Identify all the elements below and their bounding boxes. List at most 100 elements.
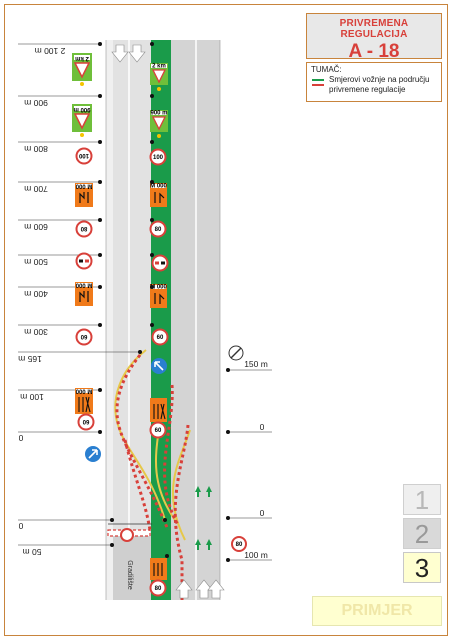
- distance-300: 300 m: [24, 327, 48, 337]
- legend-box: TUMAČ: Smjerovi vožnje na području privr…: [306, 62, 442, 102]
- distance-100: 100 m: [20, 392, 44, 402]
- legend-red-arrow-icon: [312, 84, 324, 86]
- svg-text:M 000: M 000: [150, 184, 167, 190]
- hazard-barrier-4: [123, 439, 152, 531]
- distance-700: 700 m: [24, 184, 48, 194]
- median-yield-2100: 2 km: [150, 63, 168, 91]
- svg-text:60: 60: [157, 335, 164, 341]
- worksite-area: [113, 535, 151, 600]
- keep-right-sign-left: [85, 446, 101, 462]
- median-speed-100: 100: [149, 148, 167, 166]
- closed-road-sign: [120, 528, 134, 542]
- median-lane-merge-400: M 000: [150, 284, 167, 308]
- distance-400: 400 m: [24, 289, 48, 299]
- lane-merge-sign-700: M 000: [75, 183, 93, 207]
- left-marker-165: 165 m: [18, 350, 142, 364]
- diversion-line-left: [114, 349, 166, 521]
- svg-text:60: 60: [82, 418, 89, 424]
- median-lanes-sign-bottom: [150, 558, 167, 580]
- svg-text:M 000: M 000: [75, 282, 92, 288]
- lane-merge-sign-400: M 000: [75, 282, 93, 306]
- speed-sign-100: 100: [75, 147, 93, 165]
- right-marker-150: 150 m: [226, 359, 272, 372]
- end-restriction-sign: [228, 345, 244, 361]
- left-marker-700: 700 m: [18, 180, 102, 194]
- right-distance-100: 100 m: [244, 550, 268, 560]
- speed-sign-60: 60: [75, 328, 93, 346]
- hazard-barrier-2: [163, 384, 180, 526]
- legend-title: TUMAČ:: [311, 65, 342, 74]
- left-marker-800: 800 m: [18, 140, 102, 154]
- svg-text:100: 100: [78, 152, 89, 158]
- svg-text:2 km: 2 km: [152, 64, 166, 70]
- svg-text:M 000: M 000: [150, 285, 167, 291]
- distance-2100: 2 100 m: [35, 46, 66, 56]
- svg-text:80: 80: [236, 542, 243, 548]
- crossover-sign-100: M 000: [75, 388, 93, 414]
- distance-0-b: 0: [19, 521, 24, 531]
- left-signs: 2 km 900 m 100 M 000 80: [72, 53, 101, 462]
- median-crossover-sign: [150, 398, 167, 422]
- example-label: PRIMJER: [312, 596, 442, 626]
- svg-text:80: 80: [80, 225, 87, 231]
- median-no-overtake: [151, 254, 169, 272]
- median-speed-60: 60: [151, 328, 169, 346]
- right-distance-0-a: 0: [260, 422, 265, 432]
- yield-sign-2100: 2 km: [72, 53, 92, 86]
- right-distance-150: 150 m: [244, 359, 268, 369]
- left-marker-300: 300 m: [18, 323, 102, 337]
- right-distance-0-b: 0: [260, 508, 265, 518]
- distance-800: 800 m: [24, 144, 48, 154]
- step-3-button[interactable]: 3: [403, 552, 441, 583]
- right-speed-sign-80: 80: [231, 536, 247, 552]
- median-marker-dots: [150, 42, 169, 558]
- distance-0-a: 0: [19, 433, 24, 443]
- left-marker-600: 600 m: [18, 218, 102, 232]
- title-code: A - 18: [348, 41, 400, 62]
- svg-text:M 000: M 000: [75, 388, 92, 394]
- distance-165: 165 m: [18, 354, 42, 364]
- distance-600: 600 m: [24, 222, 48, 232]
- title-heading: PRIVREMENA REGULACIJA: [339, 18, 409, 40]
- right-marker-0-b: 0: [226, 508, 272, 520]
- green-direction-arrows: [195, 486, 212, 550]
- top-white-arrows: [111, 44, 146, 63]
- left-marker-2100: 2 100 m: [18, 42, 102, 56]
- no-overtake-sign: [75, 252, 93, 270]
- svg-text:60: 60: [80, 333, 87, 339]
- median-speed-80: 80: [149, 220, 167, 238]
- speed-sign-80: 80: [75, 220, 93, 238]
- median-signs: 2 km 900 m 100 M 000 80: [149, 63, 169, 597]
- median-yield-900: 900 m: [150, 110, 168, 138]
- left-marker-50: 50 m: [18, 543, 114, 557]
- distance-50: 50 m: [23, 547, 42, 557]
- legend-green-arrow-icon: [312, 79, 324, 81]
- hazard-barrier-3: [173, 424, 190, 600]
- median-speed-80-bottom: 80: [149, 579, 167, 597]
- median-lane-merge-700: M 000: [150, 183, 167, 207]
- diversion-line-right: [171, 429, 191, 541]
- right-marker-0-a: 0: [226, 422, 272, 434]
- step-2-button[interactable]: 2: [403, 518, 441, 549]
- svg-text:900 m: 900 m: [73, 106, 90, 112]
- svg-text:900 m: 900 m: [150, 111, 167, 117]
- left-shoulder-strip: [106, 40, 113, 600]
- title-box: PRIVREMENA REGULACIJA A - 18: [306, 13, 442, 62]
- svg-text:2 km: 2 km: [75, 55, 89, 61]
- yield-sign-900: 900 m: [72, 104, 92, 137]
- svg-text:80: 80: [155, 227, 162, 233]
- svg-text:60: 60: [155, 428, 162, 434]
- left-marker-900: 900 m: [18, 94, 102, 108]
- step-1-button[interactable]: 1: [403, 484, 441, 515]
- right-distance-markers: 150 m 0 0 100 m: [226, 359, 272, 562]
- median-speed-60-lower: 60: [149, 421, 167, 439]
- left-distance-markers: 2 100 m 900 m 800 m 700 m 600 m 500 m 40…: [18, 42, 142, 557]
- distance-900: 900 m: [24, 98, 48, 108]
- page-frame: [4, 4, 448, 636]
- right-marker-100: 100 m: [226, 550, 272, 562]
- left-marker-0-b: 0: [18, 518, 114, 531]
- svg-text:80: 80: [155, 586, 162, 592]
- left-marker-0-a: 0: [18, 430, 102, 443]
- worksite-label: Gradilište: [126, 560, 133, 590]
